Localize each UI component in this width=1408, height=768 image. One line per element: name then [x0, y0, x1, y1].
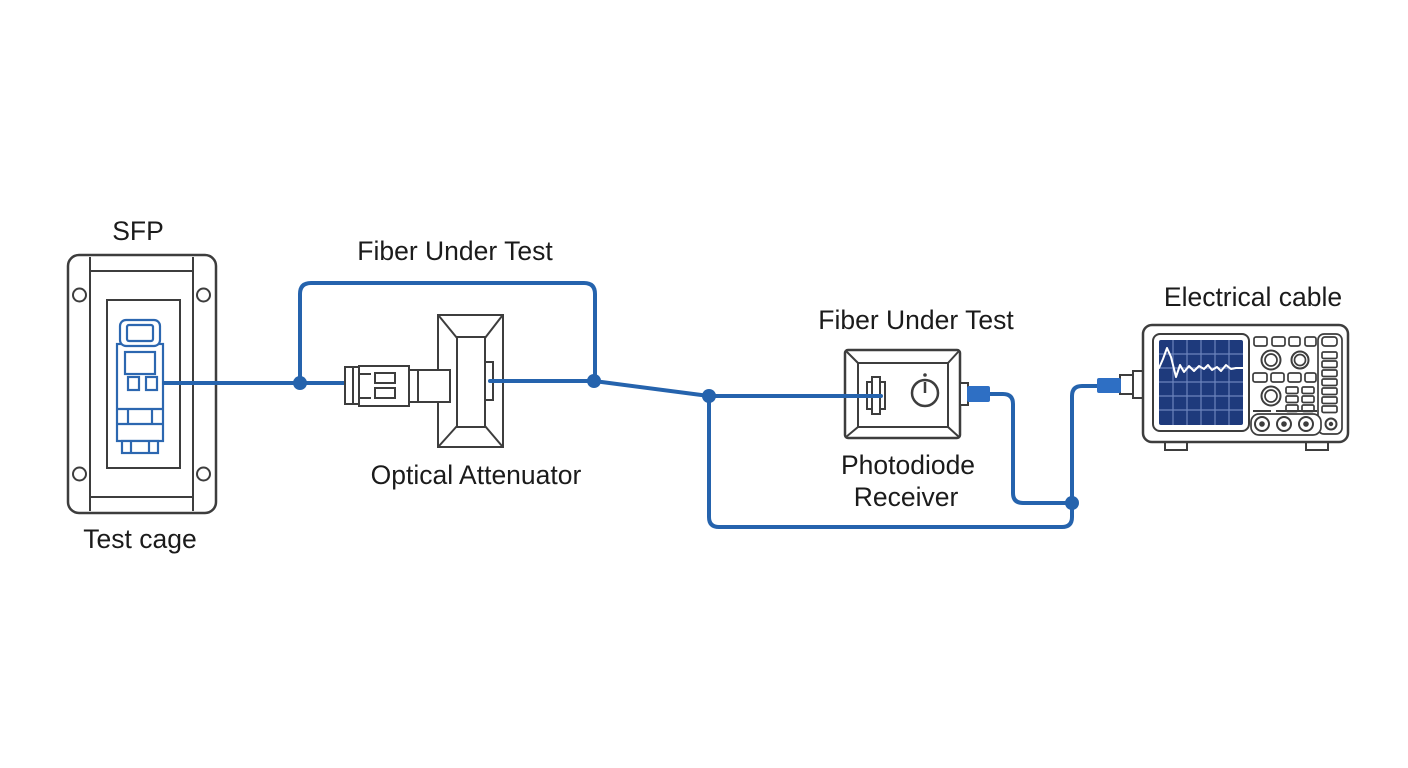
- photodiode-receiver-label-line1: Photodiode: [841, 450, 975, 480]
- electrical-cable-label: Electrical cable: [1164, 282, 1342, 312]
- scope-buttons-middle-row: [1252, 372, 1317, 383]
- scope-cable-connector: [1097, 378, 1121, 393]
- fiber-under-test-label-1: Fiber Under Test: [357, 236, 553, 266]
- photodiode-receiver-label-line2: Receiver: [854, 482, 959, 512]
- fiber-bottom-run: [707, 394, 1074, 529]
- fiber-cable-wires: [162, 281, 1121, 529]
- sfp-label: SFP: [112, 216, 164, 246]
- sfp-module-drawing: [115, 318, 165, 455]
- optical-attenuator-label: Optical Attenuator: [371, 460, 582, 490]
- photodiode-receiver-drawing: [843, 348, 969, 440]
- fiber-loop: [298, 281, 597, 385]
- scope-right-panel: [1317, 333, 1343, 435]
- scope-buttons-top-row: [1253, 336, 1317, 347]
- scope-waveform: [1158, 347, 1244, 378]
- cage-screw-icons: [72, 287, 211, 482]
- photodiode-output-port: [959, 382, 969, 406]
- wire-junction-dots: [293, 374, 1079, 510]
- fiber-under-test-label-2: Fiber Under Test: [818, 305, 1014, 335]
- oscilloscope-drawing: [1119, 323, 1350, 451]
- cable-photodiode-output: [986, 392, 1074, 505]
- scope-input-tab: [1119, 370, 1145, 399]
- scope-bnc-row: [1250, 410, 1322, 436]
- test-cage-label: Test cage: [83, 524, 196, 554]
- attenuator-core: [456, 336, 486, 428]
- fiber-attenuator-to-photodiode: [488, 379, 883, 398]
- fiber-plug-drawing: [344, 365, 451, 407]
- diagram-labels: SFP Test cage Fiber Under Test Optical A…: [83, 216, 1342, 554]
- cable-to-oscilloscope: [1070, 384, 1102, 505]
- photodiode-knob: [910, 373, 940, 408]
- photodiode-cable-connector: [967, 386, 990, 402]
- attenuator-bevel-lines: [438, 315, 503, 447]
- photodiode-bevel-lines: [845, 350, 960, 438]
- scope-button-grid: [1285, 386, 1315, 413]
- scope-knobs: [1260, 349, 1310, 407]
